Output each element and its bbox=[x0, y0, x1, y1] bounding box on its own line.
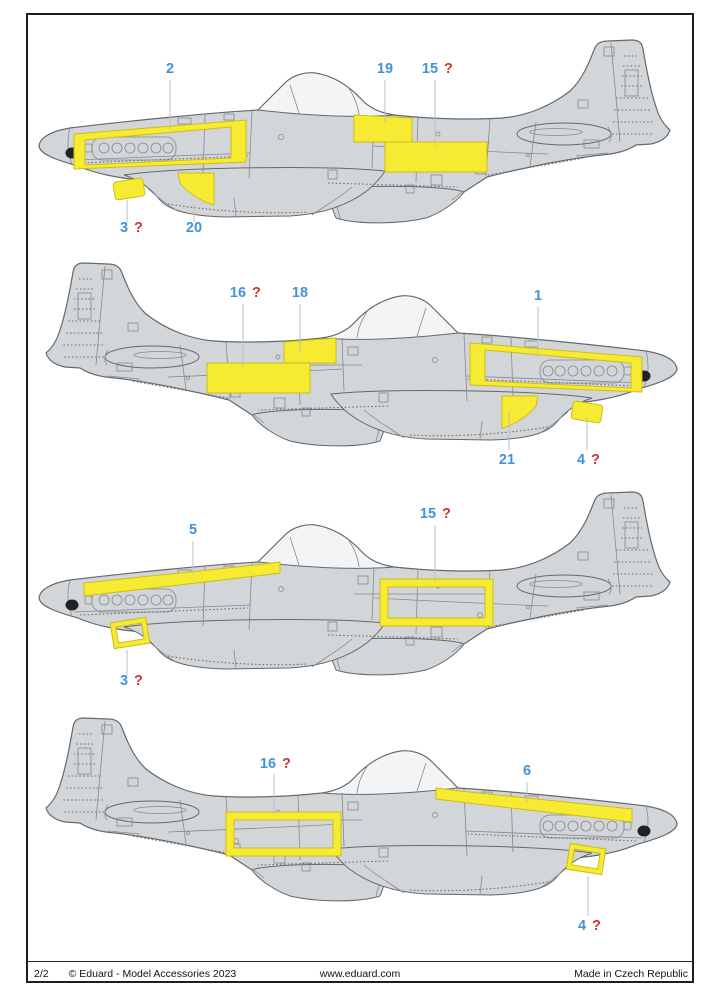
mask-label-20: 20 bbox=[186, 220, 202, 236]
question-mark: ? bbox=[282, 756, 291, 772]
copyright-text: © Eduard - Model Accessories 2023 bbox=[68, 968, 237, 980]
aircraft-profile-view-2: 16 ? 18 1 21 4 ? bbox=[45, 262, 678, 468]
question-mark: ? bbox=[591, 452, 600, 468]
question-mark: ? bbox=[134, 673, 143, 689]
mask-label-5: 5 bbox=[189, 522, 197, 538]
mask-panel-19 bbox=[353, 114, 413, 143]
mask-label-6: 6 bbox=[523, 763, 531, 779]
mask-label-15: 15 bbox=[420, 506, 436, 522]
mask-panel-3 bbox=[112, 177, 146, 201]
mask-panel-16 bbox=[206, 362, 311, 394]
question-mark: ? bbox=[592, 918, 601, 934]
mask-label-19: 19 bbox=[377, 61, 393, 77]
mask-panel-4-outline bbox=[565, 842, 607, 876]
website-url: www.eduard.com bbox=[319, 968, 401, 980]
question-mark: ? bbox=[252, 285, 261, 301]
mask-label-4: 4 bbox=[578, 918, 586, 934]
mask-panel-18 bbox=[283, 337, 337, 364]
mask-label-3: 3 bbox=[120, 220, 128, 236]
mask-label-15: 15 bbox=[422, 61, 438, 77]
mask-label-2: 2 bbox=[166, 61, 174, 77]
aircraft-profile-view-3: 5 15 ? 3 ? bbox=[38, 491, 671, 689]
mask-label-16: 16 bbox=[230, 285, 246, 301]
mask-label-3: 3 bbox=[120, 673, 128, 689]
made-in-text: Made in Czech Republic bbox=[574, 968, 688, 980]
callouts-view-4: 16 ? 6 4 ? bbox=[260, 756, 601, 934]
question-mark: ? bbox=[444, 61, 453, 77]
mask-label-16: 16 bbox=[260, 756, 276, 772]
footer-bar: 2/2 © Eduard - Model Accessories 2023 ww… bbox=[28, 961, 692, 986]
callouts-view-2: 16 ? 18 1 21 4 ? bbox=[230, 285, 600, 468]
page-number: 2/2 bbox=[34, 968, 49, 980]
callouts-view-1: 2 19 15 ? 3 ? 20 bbox=[120, 61, 453, 236]
mask-label-21: 21 bbox=[499, 452, 515, 468]
question-mark: ? bbox=[134, 220, 143, 236]
mask-panel-3-outline bbox=[109, 616, 151, 650]
aircraft-profile-view-1: 2 19 15 ? 3 ? 20 bbox=[38, 39, 671, 236]
mask-panel-15 bbox=[384, 141, 488, 173]
mask-label-18: 18 bbox=[292, 285, 308, 301]
callouts-view-3: 5 15 ? 3 ? bbox=[120, 506, 451, 689]
aircraft-profile-view-4: 16 ? 6 4 ? bbox=[45, 717, 678, 934]
mask-label-4: 4 bbox=[577, 452, 585, 468]
question-mark: ? bbox=[442, 506, 451, 522]
mask-label-1: 1 bbox=[534, 288, 542, 304]
